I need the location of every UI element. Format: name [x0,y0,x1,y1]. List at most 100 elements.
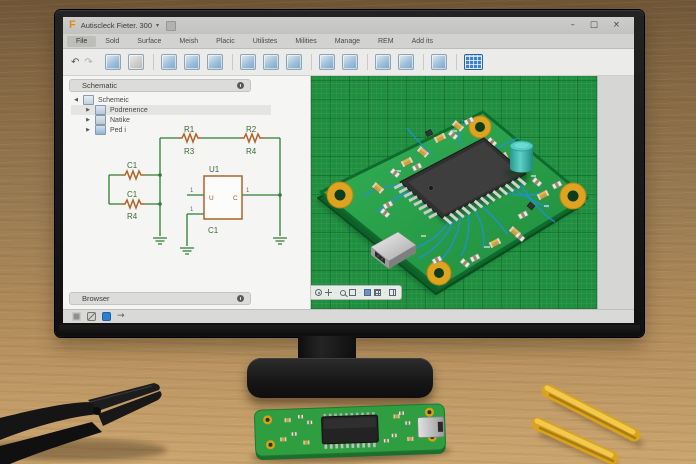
modify-icon[interactable] [318,54,335,70]
close-button[interactable]: × [612,20,620,31]
folder-blue-icon [95,125,106,135]
smd-component [389,167,401,179]
display-settings-icon[interactable] [364,289,371,296]
schematic-panel-tab[interactable]: Schematic [69,79,251,92]
smd-component [488,237,502,249]
svg-text:U1: U1 [209,165,220,174]
info-icon[interactable] [237,82,244,89]
menu-item-utilistes[interactable]: Utilistes [252,37,278,45]
loft-icon[interactable] [285,54,302,70]
tree-item-schemeic[interactable]: ◀ Schemeic [71,95,271,105]
smd-component [371,181,385,195]
viewport-layout-icon[interactable] [389,289,396,296]
svg-text:R4: R4 [127,212,138,221]
joint-icon[interactable] [397,54,414,70]
tree-item-label: Podrenence [110,106,148,114]
schematic-panel-title: Schematic [82,81,118,90]
menu-item-manage[interactable]: Manage [334,37,360,45]
sweep-icon[interactable] [262,54,279,70]
svg-text:1: 1 [190,188,194,194]
tree-expand-icon[interactable]: ◀ [74,97,78,103]
browser-panel-title: Browser [82,294,110,303]
minimize-button[interactable]: – [570,20,575,31]
inspect-icon[interactable] [430,54,447,70]
folder-icon [95,105,106,115]
edit-feature-icon[interactable] [87,312,96,321]
browser-panel-tab[interactable]: Browser [69,292,251,305]
smd-component [514,231,526,243]
extrude-icon[interactable] [206,54,223,70]
fit-icon[interactable] [349,289,356,296]
ground-symbols [152,237,288,255]
svg-text:C1: C1 [208,226,219,235]
tree-item-label: Ped i [110,126,126,134]
timeline-bar: → [63,309,634,323]
window-controls: – □ × [571,21,620,30]
tree-item-label: Schemeic [98,96,129,104]
menu-item-add-its[interactable]: Add its [411,37,433,45]
menu-item-meish[interactable]: Meish [179,37,199,45]
svg-text:1: 1 [190,207,194,213]
schematic-labels: R1 R3 R2 R4 C1 C1 R4 U1 C1 [127,125,257,235]
schematic-canvas[interactable]: R1 R3 R2 R4 C1 C1 R4 U1 C1 1 1 1 [63,76,311,309]
tree-expand-icon[interactable]: ▶ [86,107,90,113]
menu-item-file[interactable]: File [67,35,97,47]
schematic-panel: R1 R3 R2 R4 C1 C1 R4 U1 C1 1 1 1 [63,76,311,309]
capacitor [504,140,534,178]
info-icon[interactable] [237,295,244,302]
grid-settings-icon[interactable] [374,289,381,296]
toolbar-separator [422,54,424,70]
sketch-icon[interactable] [104,54,121,70]
pan-icon[interactable] [325,289,332,296]
nav-separator: · [384,289,386,296]
smd-component [433,132,447,144]
document-badge-icon [166,20,177,31]
menu-item-sold[interactable]: Sold [105,37,120,45]
smd-component [536,189,550,201]
maximize-button[interactable]: □ [589,20,598,31]
play-forward-icon[interactable]: → [117,311,125,321]
3d-viewport[interactable]: ···· [311,76,597,309]
assemble-icon[interactable] [374,54,391,70]
smd-component [451,119,465,133]
smd-component [382,200,394,210]
svg-text:C1: C1 [127,161,138,170]
tree-item-natike[interactable]: ▶ Natike [71,115,271,125]
tree-item-podrenence[interactable]: ▶ Podrenence [71,105,271,115]
smd-component [447,129,459,141]
revolve-icon[interactable] [239,54,256,70]
wedge-icon[interactable] [183,54,200,70]
box-icon[interactable] [160,54,177,70]
smd-component [411,162,423,172]
schematic-wires [108,137,281,246]
smd-component [424,129,434,137]
tree-expand-icon[interactable]: ▶ [86,127,90,133]
smd-component [531,176,543,188]
menu-item-rem[interactable]: REM [378,37,394,45]
redo-icon[interactable]: ↷ [84,56,93,68]
undo-icon[interactable]: ↶ [71,56,80,68]
viewport-nav-bar: ···· [311,285,402,300]
nav-separator: · [359,289,361,296]
menu-item-surface[interactable]: Surface [137,37,162,45]
folder-icon [95,115,106,125]
pattern-icon[interactable] [341,54,358,70]
svg-text:1: 1 [246,188,250,194]
look-at-icon[interactable] [315,289,322,296]
history-marker-icon[interactable] [72,312,81,321]
monitor-chin [59,325,640,335]
grid-display-icon[interactable] [463,54,483,70]
tree-item-ped-i[interactable]: ▶ Ped i [71,125,271,135]
tree-item-label: Natike [110,116,130,124]
tree-expand-icon[interactable]: ▶ [86,117,90,123]
chevron-down-icon[interactable]: ▾ [156,22,160,29]
svg-text:R4: R4 [246,147,257,156]
sphere-icon[interactable] [127,54,144,70]
toolbar-separator [455,54,457,70]
menu-item-placic[interactable]: Placic [216,37,235,45]
menu-item-milities[interactable]: Milities [295,37,317,45]
zoom-icon[interactable] [340,289,346,296]
junction-dots [158,173,282,206]
primitive-feature-icon[interactable] [102,312,111,321]
